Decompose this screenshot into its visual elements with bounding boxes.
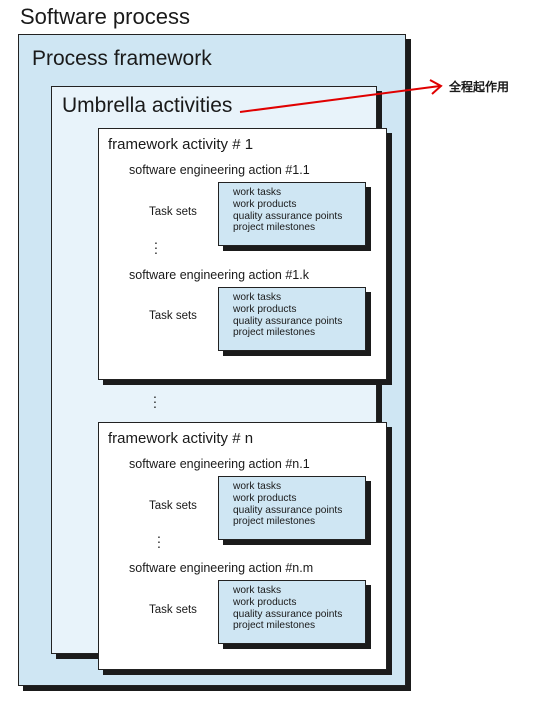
task-sets-label: Task sets xyxy=(149,206,197,218)
task-set-box: work tasks work products quality assuran… xyxy=(218,580,366,644)
task-item: project milestones xyxy=(233,327,316,339)
task-item: work tasks xyxy=(233,585,282,596)
task-set-box: work tasks work products quality assuran… xyxy=(218,476,366,540)
task-item: work products xyxy=(233,596,297,608)
umbrella-annotation-note: 全程起作用 xyxy=(449,80,510,94)
task-item: work tasks xyxy=(233,481,282,492)
ellipsis-dots: ··· xyxy=(152,388,158,414)
task-sets-label: Task sets xyxy=(149,604,197,616)
task-item: work products xyxy=(233,492,297,504)
task-item: work products xyxy=(233,198,297,210)
action-n-m-label: software engineering action #n.m xyxy=(129,561,314,575)
task-set-box: work tasks work products quality assuran… xyxy=(218,182,366,246)
ellipsis-dots: ··· xyxy=(153,234,159,260)
task-sets-label: Task sets xyxy=(149,310,197,322)
task-item: project milestones xyxy=(233,516,316,528)
action-n-1-label: software engineering action #n.1 xyxy=(129,457,310,471)
task-set-box: work tasks work products quality assuran… xyxy=(218,287,366,351)
task-item: work tasks xyxy=(233,292,282,303)
task-item: work tasks xyxy=(233,187,282,198)
task-item: project milestones xyxy=(233,222,316,234)
task-item: quality assurance points xyxy=(233,608,343,620)
action-1-k-label: software engineering action #1.k xyxy=(129,268,309,282)
action-1-1-label: software engineering action #1.1 xyxy=(129,163,310,177)
ellipsis-dots: ··· xyxy=(156,528,162,554)
task-item: project milestones xyxy=(233,620,316,632)
diagram-title: Software process xyxy=(20,4,190,29)
task-item: quality assurance points xyxy=(233,504,343,516)
task-sets-label: Task sets xyxy=(149,500,197,512)
framework-activity-n-label: framework activity # n xyxy=(108,430,254,447)
task-item: work products xyxy=(233,303,297,315)
task-item: quality assurance points xyxy=(233,315,343,327)
umbrella-activities-label: Umbrella activities xyxy=(62,94,233,117)
task-item: quality assurance points xyxy=(233,210,343,222)
framework-activity-1-label: framework activity # 1 xyxy=(108,136,254,153)
process-framework-label: Process framework xyxy=(32,47,212,70)
